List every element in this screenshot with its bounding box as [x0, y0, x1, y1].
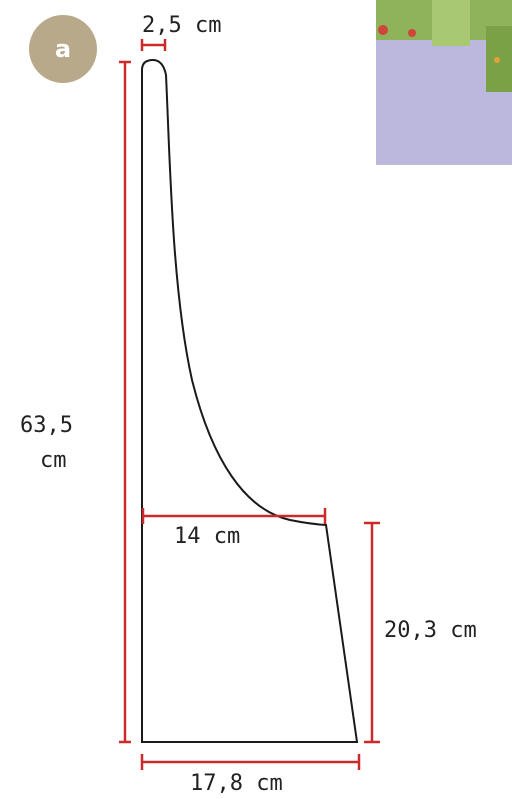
- badge-label: a: [55, 35, 71, 63]
- photo-fabric-fold: [432, 0, 470, 46]
- step-badge: a: [29, 15, 97, 83]
- dimension-lines: [119, 39, 380, 770]
- bottom-width-label: 17,8 cm: [190, 771, 283, 796]
- lower-height-label: 20,3 cm: [384, 618, 477, 643]
- pattern-outline: [141, 58, 359, 743]
- badge-circle: [29, 15, 97, 83]
- mid-width-label: 14 cm: [174, 524, 240, 549]
- photo-flower-dot: [494, 57, 500, 63]
- photo-flower-dot: [378, 25, 388, 35]
- height-label-unit: cm: [40, 448, 67, 473]
- corner-photo: [376, 0, 512, 165]
- height-label-number: 63,5: [20, 413, 73, 438]
- photo-flower-dot: [408, 29, 416, 37]
- top-width-label: 2,5 cm: [142, 13, 221, 38]
